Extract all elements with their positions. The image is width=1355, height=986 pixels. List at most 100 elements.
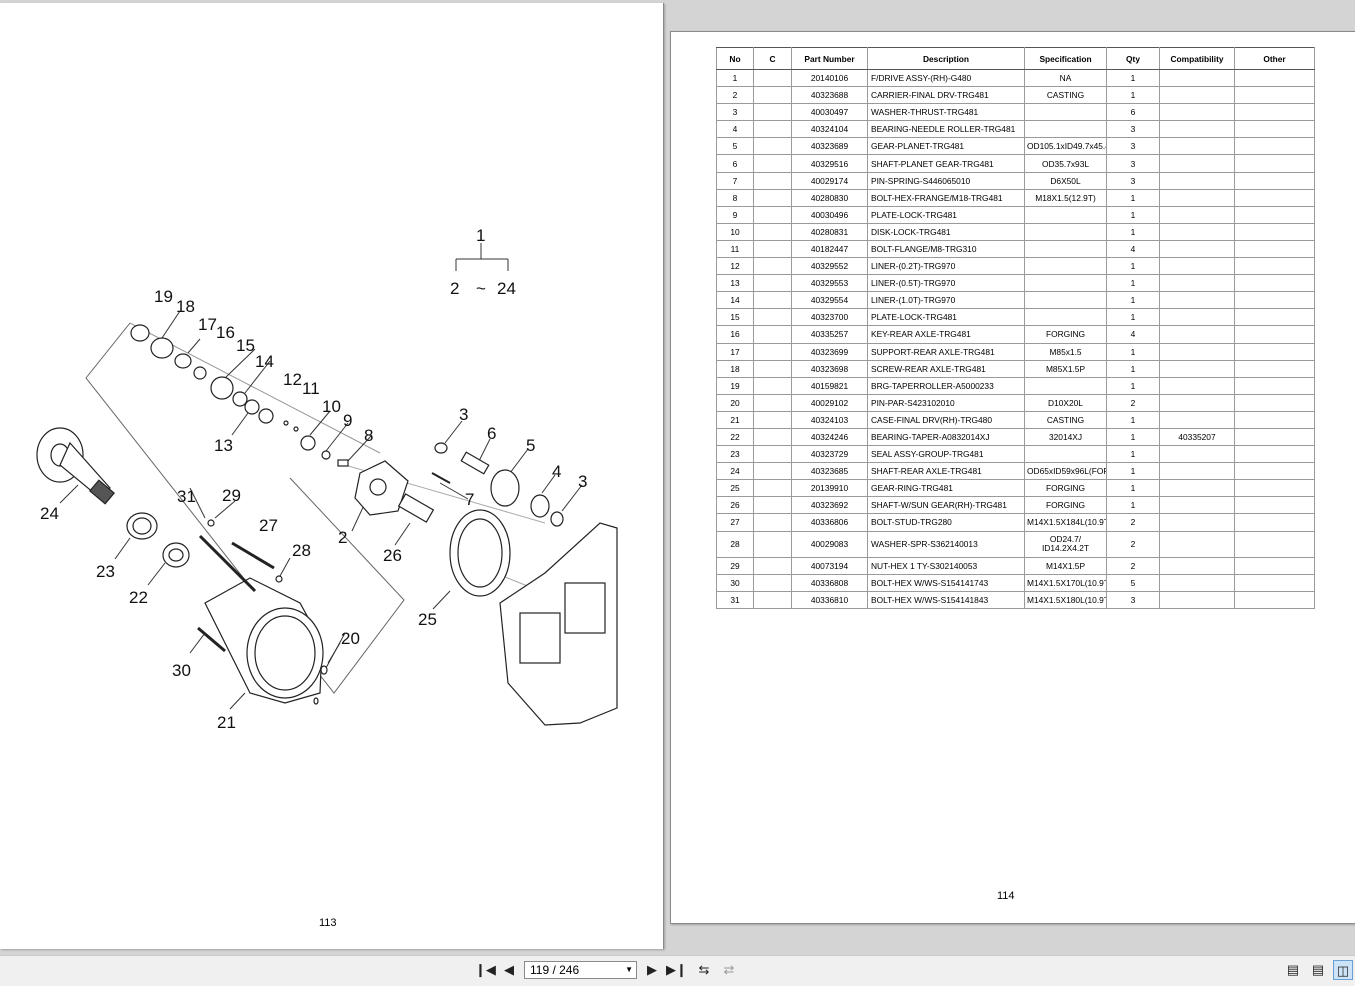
part-number-cell: 40073194 [791, 556, 868, 575]
row-no-cell: 31 [716, 590, 754, 609]
compatibility-cell [1159, 154, 1235, 173]
row-c-cell [753, 103, 792, 122]
row-no-cell: 11 [716, 239, 754, 259]
next-page-icon[interactable]: ▶ [647, 962, 657, 977]
row-c-cell [753, 68, 792, 88]
compatibility-cell [1159, 137, 1235, 156]
first-page-icon[interactable]: ❙◀ [475, 962, 496, 977]
row-no-cell: 17 [716, 342, 754, 361]
part-number-cell: 40323685 [791, 462, 868, 481]
row-no-cell: 28 [716, 530, 754, 558]
specification-cell: D6X50L [1024, 171, 1107, 190]
other-cell [1234, 342, 1315, 361]
description-cell: LINER-(1.0T)-TRG970 [867, 291, 1025, 310]
compatibility-cell [1159, 103, 1235, 122]
page-indicator: 119 / 246 [530, 963, 580, 977]
row-c-cell [753, 445, 792, 464]
two-page-icon[interactable]: ◫ [1333, 960, 1353, 980]
description-cell: GEAR-RING-TRG481 [867, 479, 1025, 498]
row-no-cell: 5 [716, 137, 754, 156]
qty-cell: 3 [1106, 154, 1160, 173]
range-separator: ~ [476, 279, 486, 298]
range-to: 24 [497, 279, 516, 298]
page-number-field[interactable]: 119 / 246 ▼ [524, 961, 637, 979]
part-number-cell: 40029083 [791, 530, 868, 558]
compatibility-cell [1159, 410, 1235, 429]
specification-cell [1024, 291, 1107, 310]
continuous-page-icon[interactable]: ▤ [1311, 962, 1325, 977]
part-number-cell: 40030496 [791, 205, 868, 224]
part-number-cell: 40323698 [791, 359, 868, 378]
single-page-icon[interactable]: ▤ [1286, 962, 1300, 977]
part-number-cell: 40323689 [791, 137, 868, 156]
row-no-cell: 12 [716, 257, 754, 276]
compatibility-cell [1159, 530, 1235, 558]
specification-cell: FORGING [1024, 479, 1107, 498]
row-c-cell [753, 496, 792, 515]
qty-cell: 3 [1106, 171, 1160, 190]
row-c-cell [753, 573, 792, 592]
row-no-cell: 8 [716, 188, 754, 207]
qty-cell: 1 [1106, 205, 1160, 224]
qty-cell: 1 [1106, 445, 1160, 464]
viewer-toolbar: ❙◀ ◀ 119 / 246 ▼ ▶ ▶❙ ⇆ ⇄ ▤ ▤ ◫ [0, 955, 1355, 986]
description-cell: BEARING-NEEDLE ROLLER-TRG481 [867, 120, 1025, 139]
description-cell: BRG-TAPERROLLER-A5000233 [867, 376, 1025, 395]
description-cell: PIN-SPRING-S446065010 [867, 171, 1025, 190]
part-number-cell: 40324104 [791, 120, 868, 139]
description-cell: WASHER-THRUST-TRG481 [867, 103, 1025, 122]
compatibility-cell [1159, 573, 1235, 592]
column-header: Qty [1106, 47, 1160, 70]
description-cell: BOLT-STUD-TRG280 [867, 513, 1025, 532]
compatibility-cell [1159, 120, 1235, 139]
callout-31: 31 [177, 487, 196, 506]
callout-11: 11 [302, 379, 320, 398]
column-header: C [753, 47, 792, 70]
range-from: 2 [450, 279, 459, 298]
forward-view-icon[interactable]: ⇄ [723, 962, 735, 977]
other-cell [1234, 239, 1315, 259]
row-c-cell [753, 462, 792, 481]
qty-cell: 1 [1106, 274, 1160, 293]
qty-cell: 2 [1106, 556, 1160, 575]
back-view-icon[interactable]: ⇆ [698, 962, 710, 977]
last-page-icon[interactable]: ▶❙ [666, 962, 687, 977]
qty-cell: 1 [1106, 410, 1160, 429]
row-no-cell: 15 [716, 308, 754, 327]
parts-table: No C Part Number Description Specificati… [716, 47, 1315, 609]
qty-cell: 1 [1106, 427, 1160, 447]
description-cell: BOLT-FLANGE/M8-TRG310 [867, 239, 1025, 259]
compatibility-cell [1159, 513, 1235, 532]
exploded-parts-diagram: 1 2 ~ 24 19 18 17 16 15 14 13 12 11 10 9… [36, 226, 618, 732]
qty-cell: 3 [1106, 120, 1160, 139]
part-number-cell: 40280830 [791, 188, 868, 207]
row-c-cell [753, 376, 792, 395]
row-c-cell [753, 359, 792, 378]
chevron-down-icon[interactable]: ▼ [625, 965, 633, 974]
callout-3a: 3 [459, 405, 468, 424]
prev-page-icon[interactable]: ◀ [504, 962, 514, 977]
part-number-cell: 40323692 [791, 496, 868, 515]
row-c-cell [753, 137, 792, 156]
specification-cell: CASTING [1024, 410, 1107, 429]
row-c-cell [753, 171, 792, 190]
description-cell: BEARING-TAPER-A0832014XJ [867, 427, 1025, 447]
row-c-cell [753, 308, 792, 327]
row-no-cell: 1 [716, 68, 754, 88]
row-no-cell: 3 [716, 103, 754, 122]
other-cell [1234, 376, 1315, 395]
other-cell [1234, 291, 1315, 310]
other-cell [1234, 496, 1315, 515]
description-cell: PIN-PAR-S423102010 [867, 393, 1025, 412]
callout-19: 19 [154, 287, 173, 306]
callout-30: 30 [172, 661, 191, 680]
